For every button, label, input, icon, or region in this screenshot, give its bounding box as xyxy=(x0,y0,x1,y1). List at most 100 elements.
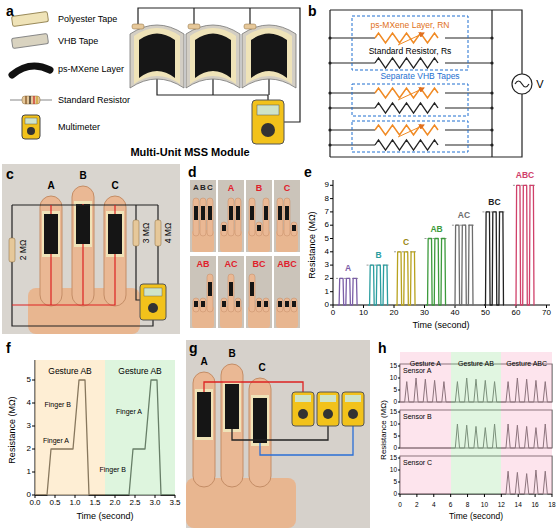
ac-source-symbol xyxy=(328,106,331,109)
sensor-strip xyxy=(257,225,261,231)
tick-label: 3.0 xyxy=(149,498,160,507)
sensor-strip xyxy=(285,206,289,220)
hand-photo xyxy=(225,384,239,429)
legend-icon xyxy=(25,118,37,124)
legend-icon xyxy=(33,96,34,104)
ac-source-symbol xyxy=(328,36,532,146)
sensor-strip xyxy=(292,225,296,231)
legend-icon xyxy=(27,127,35,135)
finger-label: C xyxy=(111,180,118,192)
tick-label: 15 xyxy=(390,362,397,369)
sensor-unit xyxy=(186,24,240,88)
finger xyxy=(200,198,206,236)
finger xyxy=(263,298,269,312)
tick-mark xyxy=(450,494,451,497)
finger xyxy=(249,274,255,312)
band-title: Gesture A xyxy=(410,360,441,368)
tick-label: 5 xyxy=(27,375,31,384)
variable-resistor-symbol xyxy=(398,33,424,45)
sensor-strip xyxy=(250,282,254,296)
tick-label: 14 xyxy=(515,501,522,508)
tick-label: 18 xyxy=(548,501,555,508)
sensor-strip xyxy=(278,301,282,307)
photo-cell xyxy=(274,180,300,252)
finger-callout: Finger A xyxy=(43,437,69,445)
tick-label: 10 xyxy=(390,466,397,473)
tick-label: 8 xyxy=(325,194,329,203)
tick-label: 6 xyxy=(449,501,453,508)
sensor-strip xyxy=(257,301,261,307)
tick-mark xyxy=(484,494,485,497)
finger xyxy=(228,274,234,312)
sensor-strip xyxy=(278,206,282,220)
hand-photo xyxy=(108,214,122,254)
sensor-strip xyxy=(285,301,289,307)
meter-wire xyxy=(204,382,303,392)
ac-source-symbol xyxy=(328,128,331,131)
tick-label: 4 xyxy=(432,501,436,508)
multimeter xyxy=(140,284,166,320)
multimeter xyxy=(320,395,336,402)
sensor-unit xyxy=(130,24,184,88)
photo-cell xyxy=(218,180,244,252)
ac-source-symbol xyxy=(490,61,493,64)
gesture-label: BC xyxy=(488,198,500,208)
hand-photo xyxy=(253,398,267,443)
hand-photo xyxy=(106,211,124,257)
multimeter xyxy=(261,123,275,137)
module-wire xyxy=(212,79,213,95)
axis-title: Resistance (MΩ) xyxy=(379,400,388,460)
hand-photo xyxy=(195,389,213,440)
hand-photo xyxy=(186,340,370,528)
tick-mark xyxy=(330,211,333,212)
hand-photo xyxy=(223,381,241,432)
legend-icon xyxy=(25,96,26,104)
sensor-unit xyxy=(130,24,296,88)
tick-label: 6 xyxy=(325,221,329,230)
gesture-band: Gesture AB xyxy=(35,360,105,495)
axis-title: Time (second) xyxy=(76,511,133,521)
tick-mark xyxy=(433,494,434,497)
gesture-band: Gesture AB xyxy=(451,352,502,494)
tick-label: 0 xyxy=(27,490,31,499)
band-title: Gesture AB xyxy=(458,360,494,368)
component-label: Standard Resistor, Rs xyxy=(369,47,452,57)
photo-cell xyxy=(190,256,216,328)
ac-source-symbol xyxy=(515,81,529,87)
hand-photo xyxy=(249,378,271,487)
hand-photo xyxy=(76,204,90,244)
tick-mark xyxy=(333,305,334,308)
sensor-strip xyxy=(250,206,254,220)
tick-mark xyxy=(55,495,56,498)
finger-label: C xyxy=(207,183,213,192)
tick-label: 4 xyxy=(325,247,329,256)
tick-mark xyxy=(330,265,333,266)
tick-mark xyxy=(416,494,417,497)
gesture-label: BC xyxy=(253,259,266,269)
sensor-label: Sensor B xyxy=(403,413,432,421)
tick-label: 40 xyxy=(451,308,460,317)
gesture-label: ABC xyxy=(277,259,297,269)
gesture-label: B xyxy=(376,251,382,261)
tick-mark xyxy=(424,305,425,308)
finger xyxy=(291,298,297,312)
gesture-band: Gesture ABC xyxy=(501,352,552,494)
tick-label: 0.0 xyxy=(29,498,40,507)
tick-mark xyxy=(135,495,136,498)
tick-mark xyxy=(535,494,536,497)
tick-mark xyxy=(330,185,333,186)
finger xyxy=(235,298,241,312)
meter-wire xyxy=(260,426,353,455)
band-title: Gesture AB xyxy=(48,367,91,377)
ac-source-symbol xyxy=(328,143,331,146)
tick-label: 5 xyxy=(393,432,397,439)
chart-plot xyxy=(32,180,552,498)
hand-photo xyxy=(42,211,60,257)
finger-label: A xyxy=(200,356,207,368)
photo-cell xyxy=(246,180,272,252)
photo-cell xyxy=(190,180,216,252)
signal-curve xyxy=(396,252,416,305)
photo-cell xyxy=(246,256,272,328)
tick-mark xyxy=(394,305,395,308)
